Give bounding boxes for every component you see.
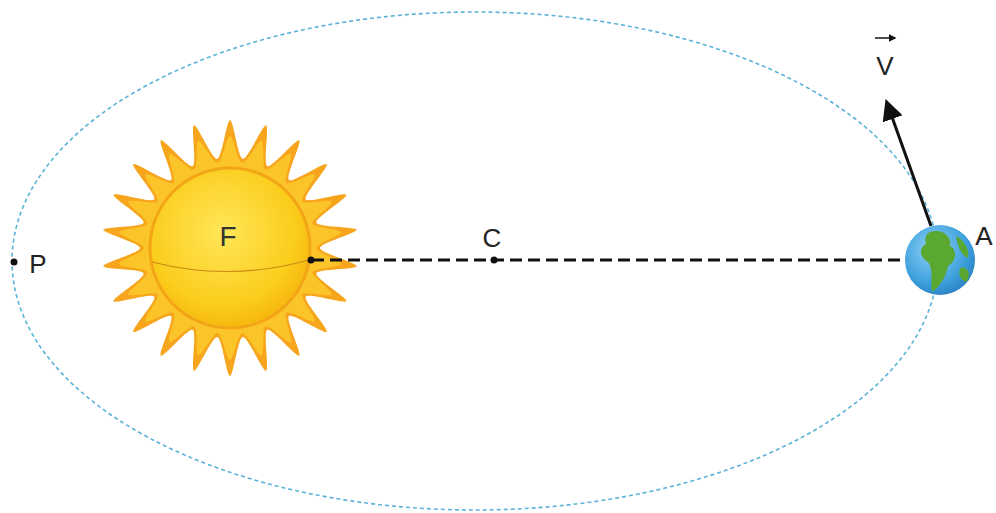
- center-dot: [491, 257, 498, 264]
- point-label: A: [975, 223, 992, 249]
- orbit-ellipse: [12, 12, 938, 510]
- earth-figure: [905, 225, 975, 295]
- vector-accent: [875, 37, 895, 39]
- sun-body: [150, 168, 310, 328]
- focus-dot: [308, 257, 315, 264]
- sun-node: F: [213, 218, 243, 256]
- sun-inner-flames: [119, 136, 341, 360]
- sun-equator: [152, 260, 309, 272]
- velocity-vector: [887, 103, 931, 226]
- perihelion-dot: [11, 259, 18, 266]
- point-label: P: [29, 251, 46, 277]
- sun-flames: [103, 120, 356, 376]
- sun-figure: [103, 120, 356, 376]
- focus-label: F: [219, 223, 236, 251]
- major-axis: [312, 259, 906, 262]
- vector-label: V: [876, 53, 893, 79]
- point-label: C: [483, 225, 502, 251]
